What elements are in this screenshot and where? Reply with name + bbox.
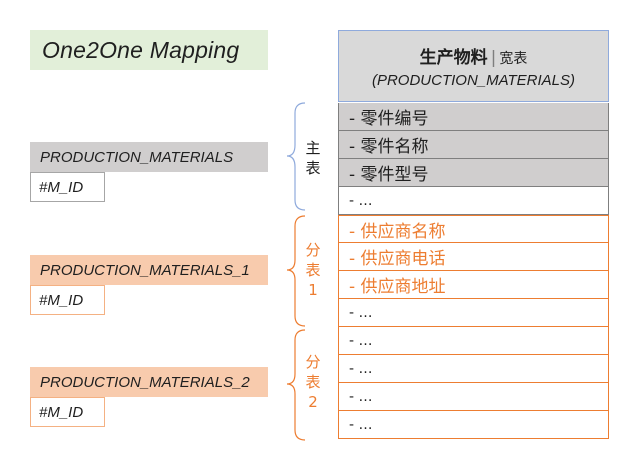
wide-table-header: 生产物料|宽表 (PRODUCTION_MATERIALS) [338,30,609,102]
sub-table-1-key: #M_ID [30,285,105,315]
wide-table-row: - … [338,327,609,355]
wide-table-title-en: (PRODUCTION_MATERIALS) [371,72,576,89]
wide-table-row: - 供应商电话 [338,243,609,271]
main-table-key: #M_ID [30,172,105,202]
wide-table-title: 生产物料|宽表 [419,48,528,68]
sub-table-2-key: #M_ID [30,397,105,427]
wide-table-row: - 零件编号 [338,103,609,131]
wide-table-row: - … [338,355,609,383]
sub-table-1-label: PRODUCTION_MATERIALS_1 [30,255,268,285]
sub-group-2-label: 分 表 2 [305,353,321,411]
sub-group-2-brace [286,329,306,441]
wide-table-row: - … [338,411,609,439]
wide-table-row: - 供应商地址 [338,271,609,299]
group-braces [286,102,306,441]
wide-table-row: - … [338,187,609,215]
wide-table-row: - 零件型号 [338,159,609,187]
wide-table-row: - 供应商名称 [338,215,609,243]
sub-group-1-brace [286,215,306,327]
wide-table-row: - … [338,383,609,411]
wide-table-row: - … [338,299,609,327]
main-group-label: 主 表 [305,139,321,177]
wide-table-row: - 零件名称 [338,131,609,159]
main-table-label: PRODUCTION_MATERIALS [30,142,268,172]
diagram-title: One2One Mapping [30,30,268,70]
main-group-brace [286,102,306,211]
sub-table-2-label: PRODUCTION_MATERIALS_2 [30,367,268,397]
sub-group-1-label: 分 表 1 [305,241,321,299]
